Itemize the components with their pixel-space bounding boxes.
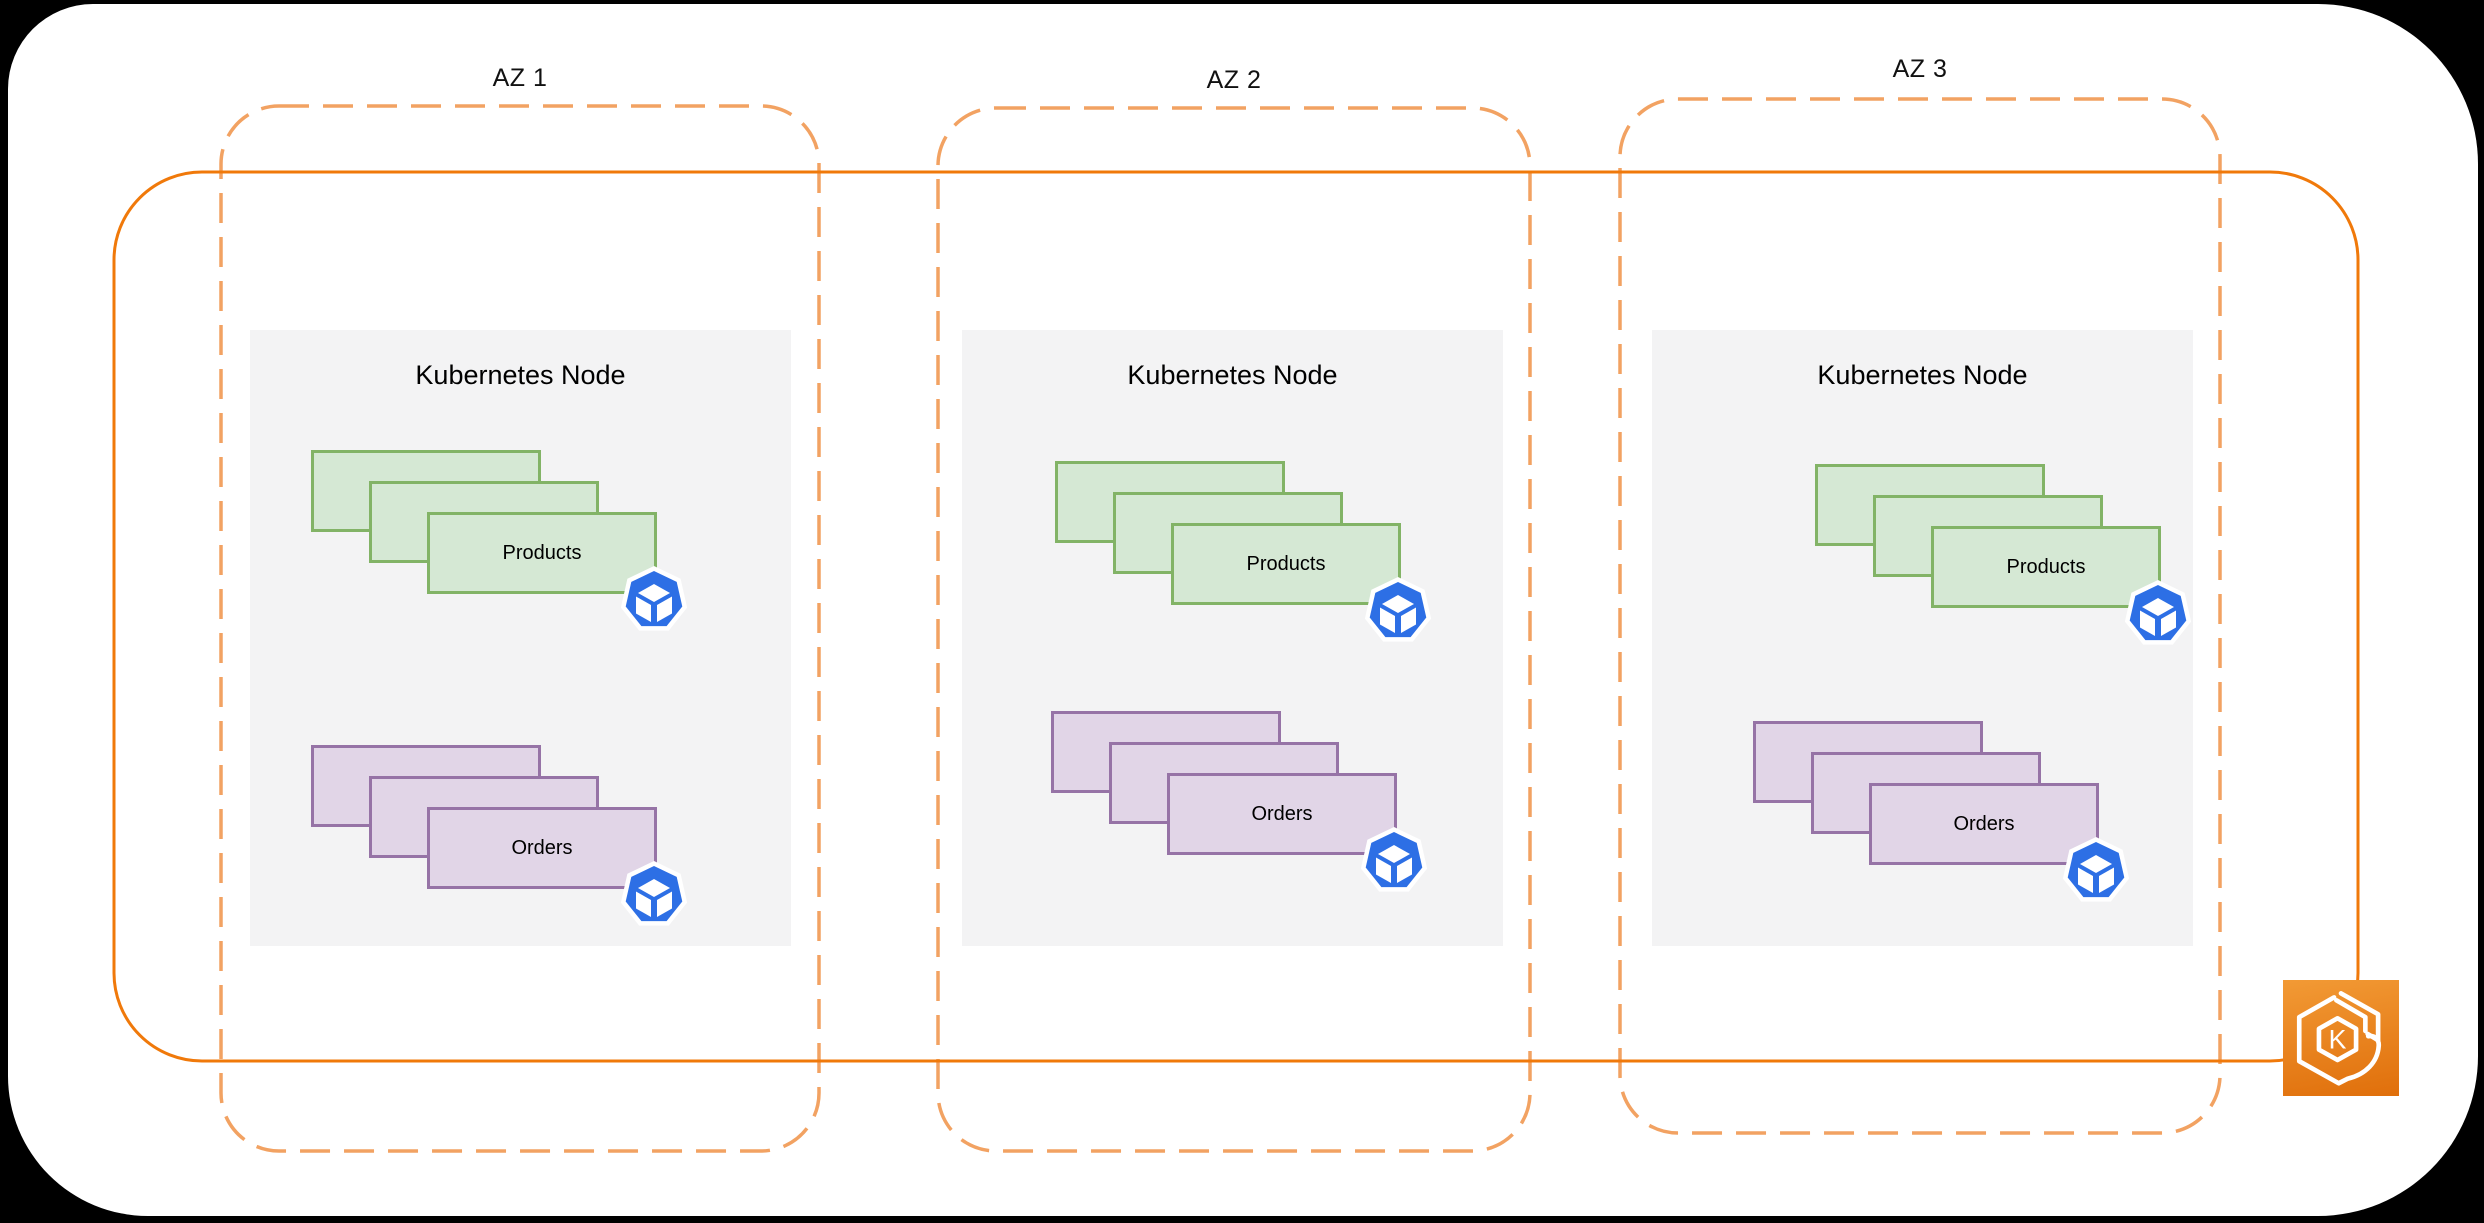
kubernetes-pod-icon — [2124, 580, 2192, 645]
az3-boundary — [1618, 97, 2222, 1135]
orders-deployment-stack-az1: Orders — [311, 745, 695, 931]
products-deployment-stack-az3: Products — [1815, 464, 2199, 650]
eks-facet-inner — [2334, 997, 2368, 1034]
deployment-card-front: Orders — [1167, 773, 1397, 855]
deployment-label: Products — [1246, 552, 1326, 575]
kubernetes-pod-icon — [620, 566, 688, 631]
kubernetes-pod-icon — [1364, 577, 1432, 642]
az2-label: AZ 2 — [1206, 66, 1262, 94]
kubernetes-pod-icon — [1360, 827, 1428, 892]
deployment-label: Orders — [1251, 802, 1313, 825]
deployment-card-front: Products — [1931, 526, 2161, 608]
deployment-card-front: Products — [1171, 523, 1401, 605]
az1-boundary — [219, 104, 821, 1153]
kubernetes-pod-icon — [2062, 837, 2130, 902]
az1-label: AZ 1 — [492, 64, 548, 92]
products-deployment-stack-az1: Products — [311, 450, 695, 636]
kubernetes-pod-icon — [620, 861, 688, 926]
deployment-label: Products — [502, 541, 582, 564]
eks-k-letter: K — [2329, 1024, 2347, 1054]
az3-label: AZ 3 — [1892, 55, 1948, 83]
eks-cluster-boundary — [112, 170, 2360, 1063]
deployment-label: Products — [2006, 555, 2086, 578]
eks-facet-outer — [2338, 991, 2381, 1043]
orders-deployment-stack-az2: Orders — [1051, 711, 1435, 897]
node-title: Kubernetes Node — [1127, 360, 1338, 390]
az2-boundary — [936, 106, 1532, 1153]
deployment-card-front: Products — [427, 512, 657, 594]
products-deployment-stack-az2: Products — [1055, 461, 1439, 647]
node-title: Kubernetes Node — [1817, 360, 2028, 390]
deployment-card-front: Orders — [1869, 783, 2099, 865]
deployment-label: Orders — [1953, 812, 2015, 835]
amazon-eks-icon: K — [2283, 980, 2399, 1096]
deployment-card-front: Orders — [427, 807, 657, 889]
orders-deployment-stack-az3: Orders — [1753, 721, 2137, 907]
deployment-label: Orders — [511, 836, 573, 859]
eks-inner-hexagon — [2316, 1015, 2359, 1063]
node-title: Kubernetes Node — [415, 360, 626, 390]
